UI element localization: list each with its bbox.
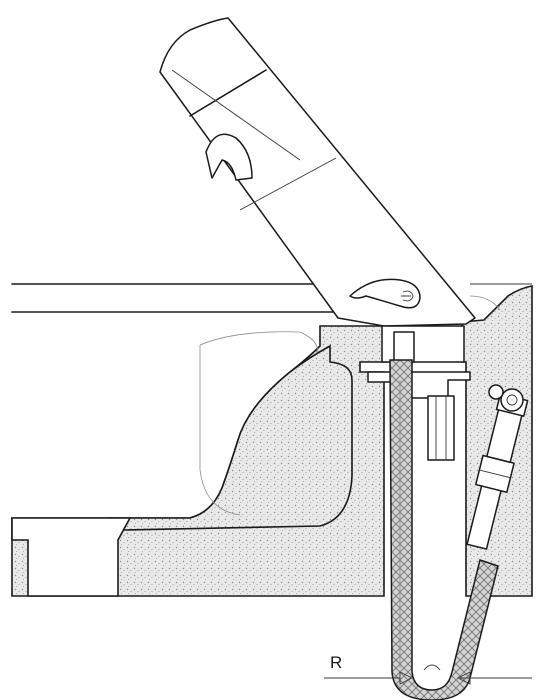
supply-hose [389,359,499,700]
bend-radius-dimension: R [324,653,532,685]
faucet [159,17,476,327]
angle-valve [466,384,529,550]
countertop [11,283,532,313]
lever-clip [401,290,414,302]
basin-inner-contour [199,331,319,516]
mounting-nut [427,395,455,461]
valve-knob [500,388,524,412]
radius-label: R [330,653,342,672]
mounting-stud [393,331,415,363]
hose-braided [389,359,499,700]
drain-opening [11,517,132,597]
sensor-window [205,133,253,181]
lever-handle [349,278,421,309]
faucet-body [159,17,476,327]
basin-bowl-edge [107,344,353,531]
